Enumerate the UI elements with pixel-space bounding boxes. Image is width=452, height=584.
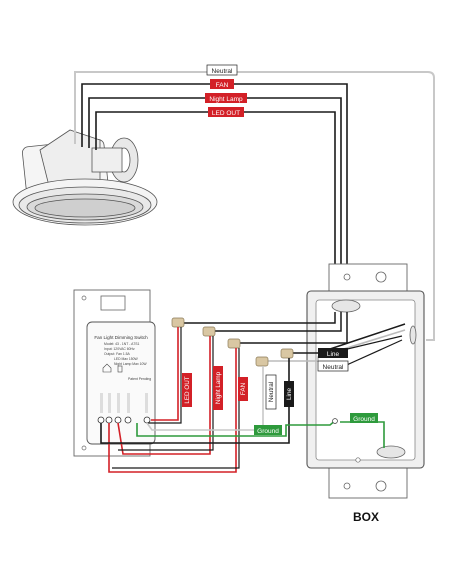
- house-icon: [102, 363, 112, 373]
- dimmer-switch: Fan Light Dimming Switch Model: 43 - 1NT…: [73, 289, 156, 457]
- night-lamp-wire-link: [212, 312, 342, 332]
- svg-text:Line: Line: [286, 388, 293, 400]
- label-ground-left: Ground: [254, 425, 282, 435]
- svg-text:FAN: FAN: [240, 382, 247, 395]
- label-line-side: Line: [284, 381, 294, 407]
- svg-text:Night Lamp: Night Lamp: [215, 371, 222, 404]
- label-neutral-side: Neutral: [265, 374, 277, 410]
- label-ground-box: Ground: [350, 413, 378, 423]
- neutral-wire-link: [263, 329, 406, 362]
- wire-nut: [171, 317, 294, 367]
- switch-spec-line: Model: 43 - 1NT - A7S1: [104, 342, 139, 346]
- svg-text:Night Lamp: Night Lamp: [209, 96, 243, 103]
- neutral-wire-top: [74, 71, 435, 341]
- box-caption: BOX: [353, 510, 379, 524]
- svg-text:Neutral: Neutral: [323, 364, 345, 371]
- led-out-wire-link: [180, 312, 336, 324]
- svg-text:FAN: FAN: [216, 82, 229, 89]
- label-neutral-box: Neutral: [317, 360, 349, 372]
- switch-title: Fan Light Dimming Switch: [94, 335, 148, 340]
- svg-text:Line: Line: [327, 351, 340, 358]
- label-led-out-side: LED OUT: [182, 373, 192, 407]
- label-fan-top: FAN: [210, 79, 234, 89]
- ground-wire: [136, 419, 337, 437]
- switch-spec-line: LED Max 150W: [114, 357, 139, 361]
- switch-spec-line: Night Lamp Max 10W: [114, 362, 147, 366]
- label-night-lamp-top: Night Lamp: [205, 93, 247, 103]
- svg-text:LED OUT: LED OUT: [212, 110, 240, 117]
- svg-text:Neutral: Neutral: [212, 68, 234, 75]
- switch-spec-line: Input: 120VAC 60Hz: [104, 347, 135, 351]
- svg-text:LED OUT: LED OUT: [184, 376, 191, 403]
- label-neutral-top: Neutral: [206, 64, 238, 76]
- svg-text:Ground: Ground: [353, 416, 375, 423]
- svg-text:Ground: Ground: [257, 428, 279, 435]
- label-led-out-top: LED OUT: [208, 107, 244, 117]
- fan-light-unit: [12, 129, 158, 226]
- label-night-lamp-side: Night Lamp: [213, 366, 223, 410]
- switch-patent: Patent Pending: [128, 377, 151, 381]
- svg-text:Neutral: Neutral: [268, 382, 275, 402]
- label-line-box: Line: [318, 348, 348, 358]
- switch-spec-line: Output: Fan 1.5A: [104, 352, 131, 356]
- label-fan-side: FAN: [238, 377, 248, 401]
- connector-icon: [117, 365, 123, 373]
- electrical-box: [306, 263, 425, 499]
